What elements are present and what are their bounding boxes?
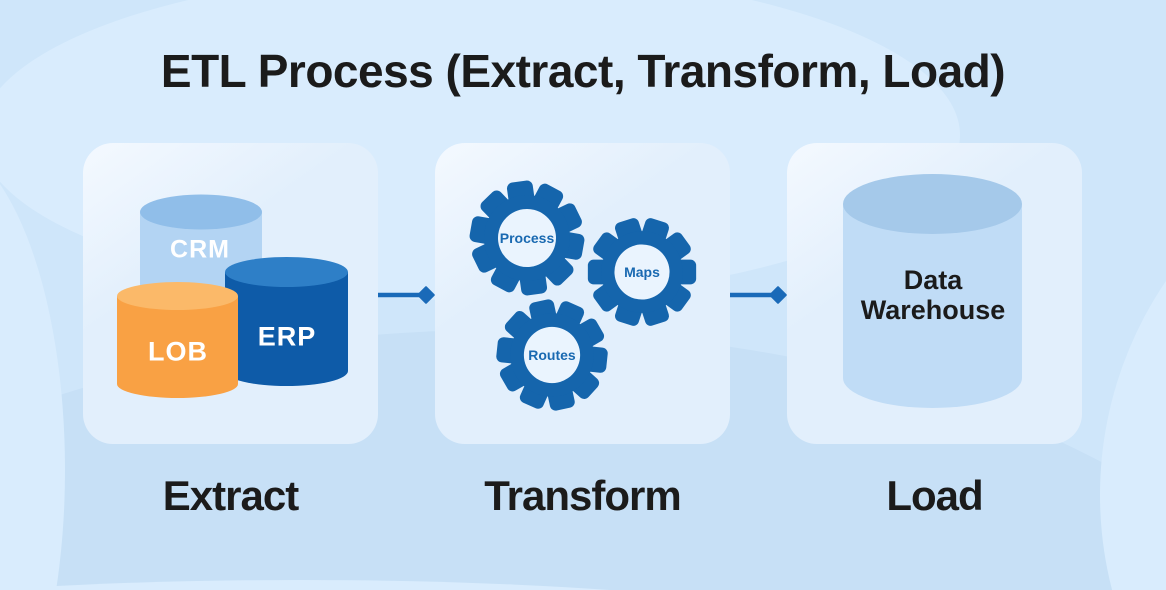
maps-gear-label: Maps (624, 264, 660, 280)
transform-panel: Process Maps Routes (435, 143, 730, 444)
data-warehouse-cylinder-icon (843, 174, 1022, 408)
data-warehouse-graphic (843, 174, 1022, 408)
gears-graphic (461, 173, 712, 421)
background-blob-strip (0, 580, 860, 590)
process-gear-label: Process (499, 230, 555, 246)
erp-source-label: ERP (257, 321, 317, 352)
data-warehouse-label: Data Warehouse (861, 265, 1006, 325)
stage-label-extract: Extract (162, 472, 299, 519)
background-blob-right (1100, 115, 1166, 590)
stage-label-load: Load (886, 472, 983, 519)
extract-panel: CRM LOB ERP (83, 143, 378, 444)
stage-label-transform: Transform (484, 472, 681, 519)
lob-database-cylinder-icon (117, 282, 238, 398)
lob-source-label: LOB (148, 336, 208, 367)
source-databases-graphic (117, 194, 348, 398)
data-warehouse-label-line1: Data (903, 265, 963, 295)
erp-database-cylinder-icon (225, 257, 348, 386)
flow-arrow-transform-to-load-icon (730, 286, 787, 304)
data-warehouse-label-line2: Warehouse (860, 295, 1006, 325)
crm-source-label: CRM (170, 235, 230, 264)
diagram-title: ETL Process (Extract, Transform, Load) (160, 45, 1006, 97)
routes-gear-label: Routes (528, 347, 576, 363)
flow-arrow-extract-to-transform-icon (378, 286, 435, 304)
load-panel: Data Warehouse (787, 143, 1082, 444)
